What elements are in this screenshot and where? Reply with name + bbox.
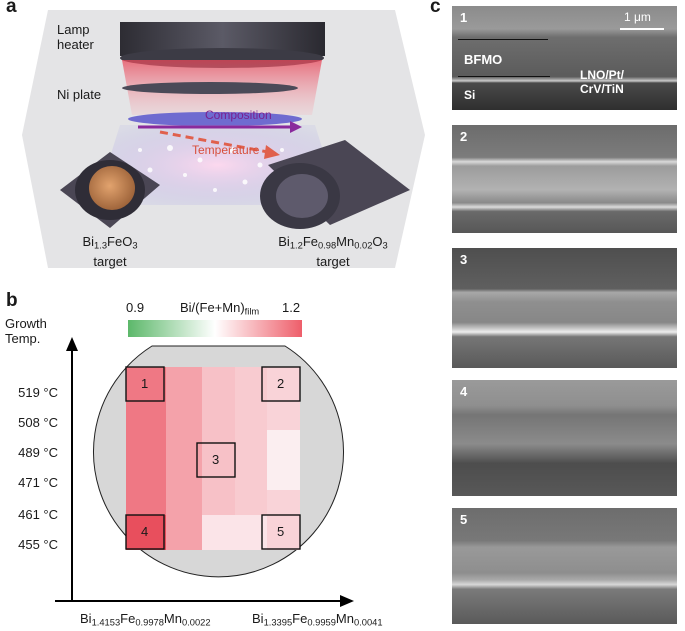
substrate-layer-label: LNO/Pt/CrV/TiN <box>580 68 624 96</box>
sem-number-5: 5 <box>460 512 468 527</box>
sem-image-1: 1 1 μm BFMO Si LNO/Pt/CrV/TiN <box>452 6 677 110</box>
temp-label-455: 455 °C <box>18 537 58 552</box>
plume-particles <box>138 145 284 192</box>
sample-box-3 <box>196 442 236 478</box>
ni-plate-label: Ni plate <box>57 87 102 102</box>
sem-number-4: 4 <box>460 384 468 399</box>
deposition-setup-illustration <box>22 10 425 268</box>
colorbar-max: 1.2 <box>282 300 301 315</box>
si-layer-label: Si <box>464 88 476 102</box>
right-target-gun <box>260 140 410 229</box>
panel-c-letter: c <box>430 0 441 17</box>
scale-bar-line <box>620 28 664 30</box>
sample-box-5 <box>261 514 301 550</box>
right-target-label: Bi1.2Fe0.98Mn0.02O3 target <box>278 234 388 269</box>
bfmo-layer-label: BFMO <box>464 52 503 67</box>
sample-box-4 <box>125 514 165 550</box>
sem-number-1: 1 <box>460 10 468 25</box>
sem-image-5: 5 <box>452 508 677 624</box>
left-target-label: Bi1.3FeO3 target <box>82 234 138 269</box>
sem-image-2: 2 <box>452 125 677 233</box>
sample-label-2: 2 <box>277 376 285 391</box>
temp-label-519: 519 °C <box>18 385 58 400</box>
sample-label-5: 5 <box>277 524 285 539</box>
bfmo-top-line <box>458 39 548 40</box>
panel-a-letter: a <box>6 0 17 17</box>
panel-b-letter: b <box>6 290 18 311</box>
ratio-grid <box>126 367 300 550</box>
sample-box-1 <box>125 366 165 402</box>
colorbar-title: Bi/(Fe+Mn)film <box>180 300 260 317</box>
bfmo-bottom-line <box>458 76 550 77</box>
left-target-gun <box>60 152 160 228</box>
x-axis-left-composition: Bi1.4153Fe0.9978Mn0.0022 <box>80 611 211 628</box>
sample-label-1: 1 <box>141 376 149 391</box>
left-target <box>89 166 135 210</box>
temp-label-471: 471 °C <box>18 475 58 490</box>
sample-label-4: 4 <box>141 524 149 539</box>
colorbar-min: 0.9 <box>126 300 145 315</box>
ni-plate <box>122 82 298 94</box>
composition-label: Composition <box>205 108 272 122</box>
sem-number-2: 2 <box>460 129 468 144</box>
temp-label-461: 461 °C <box>18 507 58 522</box>
x-axis-right-composition: Bi1.3395Fe0.9959Mn0.0041 <box>252 611 383 628</box>
temperature-label: Temperature <box>192 143 260 157</box>
sem-number-3: 3 <box>460 252 468 267</box>
scale-bar-label: 1 μm <box>624 10 651 24</box>
sem-image-4: 4 <box>452 380 677 496</box>
temp-label-508: 508 °C <box>18 415 58 430</box>
substrate-disk <box>128 112 302 126</box>
sample-label-3: 3 <box>212 452 220 467</box>
wafer-map <box>55 337 354 607</box>
sem-image-3: 3 <box>452 248 677 368</box>
temp-label-489: 489 °C <box>18 445 58 460</box>
sample-box-2 <box>261 366 301 402</box>
colorbar <box>128 320 302 337</box>
